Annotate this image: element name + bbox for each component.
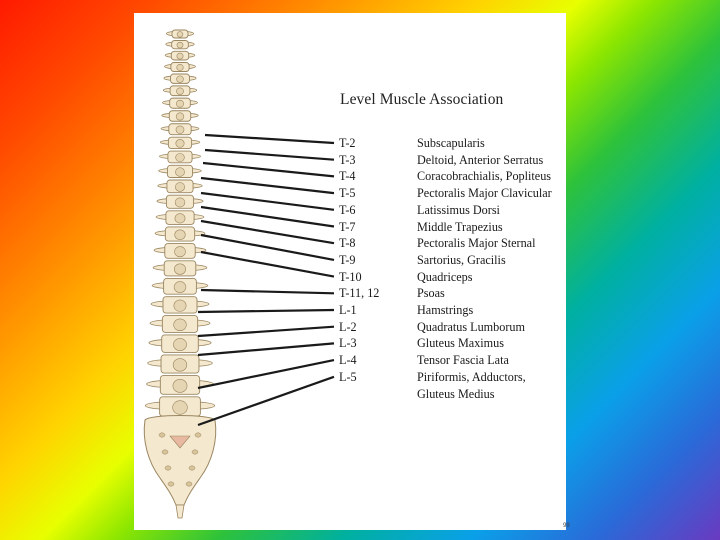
spinal-level-label: L-2: [339, 320, 357, 334]
spinal-level-label: L-5: [339, 370, 357, 384]
spinal-level-label: T-3: [339, 153, 355, 167]
muscle-label: Latissimus Dorsi: [417, 203, 500, 217]
muscle-label: Gluteus Maximus: [417, 336, 504, 350]
spinous-process: [176, 139, 184, 147]
muscle-label: Middle Trapezius: [417, 220, 503, 234]
spinous-process: [176, 100, 183, 107]
spinous-process: [176, 88, 183, 95]
spinous-process: [177, 32, 183, 38]
spinous-process: [174, 300, 186, 311]
muscle-label-continuation: Gluteus Medius: [417, 387, 495, 401]
muscle-label: Deltoid, Anterior Serratus: [417, 153, 543, 167]
spinous-process: [173, 338, 186, 350]
muscle-label: Quadriceps: [417, 270, 473, 284]
pointer-line: [201, 290, 334, 293]
spinal-level-label: T-6: [339, 203, 355, 217]
sacral-foramen: [168, 482, 174, 486]
muscle-label: Psoas: [417, 286, 445, 300]
sacral-foramen: [192, 450, 198, 454]
pointer-line: [201, 193, 334, 210]
spinous-process: [176, 126, 184, 134]
sacral-foramen: [159, 433, 165, 437]
spinous-process: [175, 168, 184, 177]
spinous-process: [175, 214, 185, 224]
pointer-line: [198, 343, 334, 355]
pointer-line: [205, 135, 334, 143]
spinous-process: [174, 319, 187, 331]
spinous-process: [177, 76, 184, 83]
pointer-lines: [198, 135, 334, 425]
spinal-level-label: T-9: [339, 253, 355, 267]
sacral-foramen: [195, 433, 201, 437]
spinal-level-label: T-10: [339, 270, 362, 284]
spinal-level-label: T-8: [339, 236, 355, 250]
spinal-level-label: L-1: [339, 303, 357, 317]
coccyx: [176, 505, 184, 518]
muscle-label: Subscapularis: [417, 136, 485, 150]
muscle-label: Tensor Fascia Lata: [417, 353, 509, 367]
sacral-foramen: [186, 482, 192, 486]
spinal-level-label: L-3: [339, 336, 357, 350]
sacral-foramen: [165, 466, 171, 470]
spinal-level-label: T-5: [339, 186, 355, 200]
spinous-process: [177, 64, 184, 70]
spinous-process: [174, 264, 185, 275]
pointer-line: [198, 327, 334, 336]
pointer-line: [205, 150, 334, 160]
muscle-label: Coracobrachialis, Popliteus: [417, 169, 551, 183]
spinous-process: [175, 230, 186, 240]
sacral-foramen: [162, 450, 168, 454]
muscle-label: Pectoralis Major Clavicular: [417, 186, 552, 200]
spinal-level-label: T-2: [339, 136, 355, 150]
muscle-label: Quadratus Lumborum: [417, 320, 525, 334]
sacrum-bone: [144, 416, 216, 506]
spinous-process: [174, 282, 186, 293]
muscle-label: Hamstrings: [417, 303, 473, 317]
spinal-level-label: L-4: [339, 353, 357, 367]
spinous-process: [176, 153, 185, 161]
spinous-process: [177, 42, 183, 48]
sacrum: [144, 416, 216, 519]
muscle-label: Sartorius, Gracilis: [417, 253, 506, 267]
spinous-process: [176, 113, 184, 120]
spinous-process: [175, 183, 184, 192]
pointer-line: [201, 178, 334, 193]
spinal-level-label: T-7: [339, 220, 355, 234]
spinous-process: [175, 247, 186, 257]
pointer-line: [203, 163, 334, 176]
muscle-label: Piriformis, Adductors,: [417, 370, 526, 384]
corner-mark: 99: [563, 523, 570, 529]
diagram-title: Level Muscle Association: [340, 91, 503, 109]
spinous-process: [173, 401, 188, 415]
spinal-level-label: T-4: [339, 169, 355, 183]
spinous-process: [173, 359, 187, 372]
spinous-process: [175, 198, 185, 207]
spinous-process: [173, 379, 187, 392]
pointer-line: [198, 310, 334, 312]
muscle-label: Pectoralis Major Sternal: [417, 236, 535, 250]
sacral-foramen: [189, 466, 195, 470]
vertebral-column: [145, 30, 214, 416]
spinous-process: [177, 53, 183, 59]
spinal-level-label: T-11, 12: [339, 286, 379, 300]
